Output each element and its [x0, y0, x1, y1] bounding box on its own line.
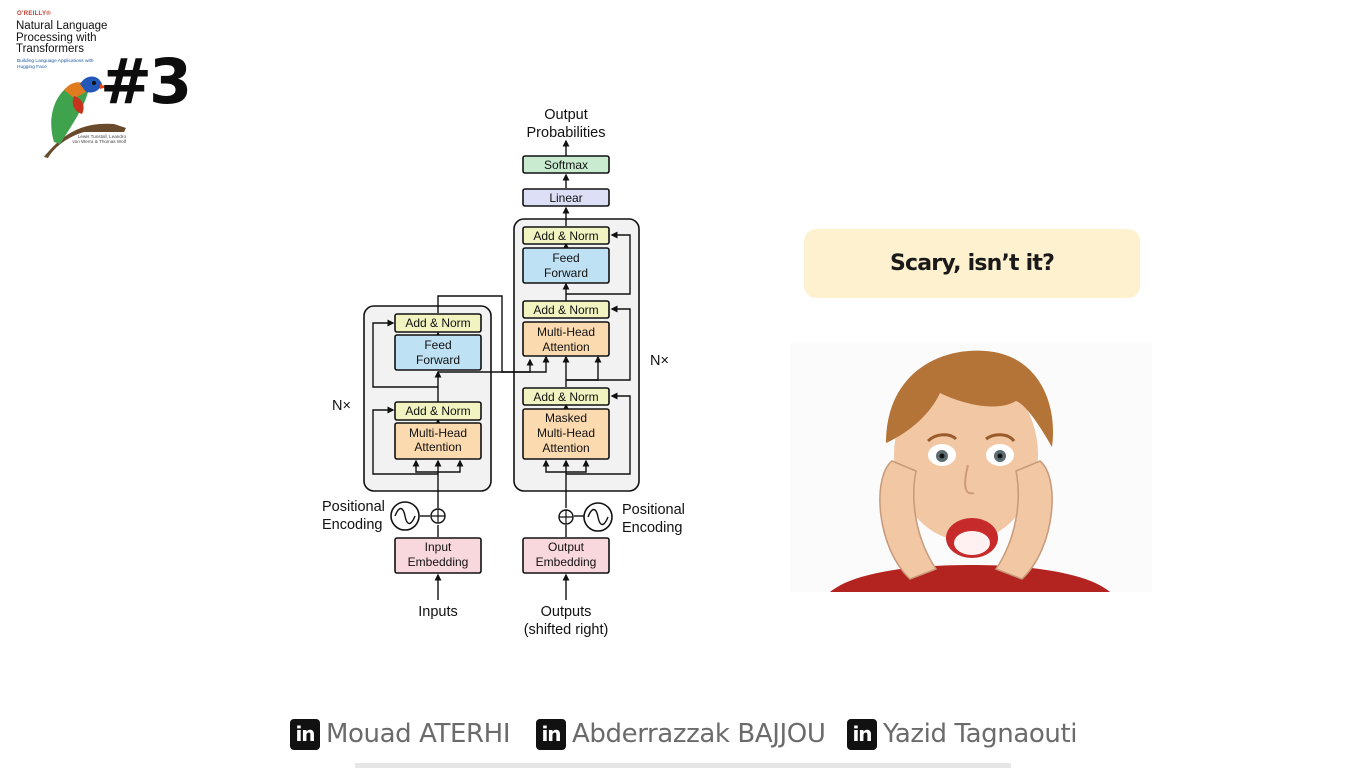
book-cover: O'REILLY® Natural Language Processing wi… — [14, 8, 194, 160]
decoder-mha-label-1: Multi-Head — [537, 325, 595, 339]
encoder-stack — [363, 305, 492, 492]
output-embedding-label-2: Embedding — [536, 555, 597, 569]
transformer-architecture-svg: Add & Norm Feed Forward Add & Norm Multi… — [322, 107, 685, 638]
book-authors: Lewis Tunstall, Leandro von Werra & Thom… — [72, 134, 126, 145]
output-embedding — [522, 537, 610, 574]
encoder-mha-label-2: Attention — [414, 440, 461, 454]
decoder-add-norm-mid-label: Add & Norm — [533, 303, 598, 317]
decoder-nx-label: N× — [650, 353, 669, 369]
output-embedding-label-1: Output — [548, 540, 585, 554]
softmax-block — [522, 155, 610, 174]
bottom-divider — [355, 763, 1011, 768]
positional-encoding-left-1: Positional — [322, 499, 385, 515]
issue-number: #3 — [100, 45, 192, 118]
encoder-feed-forward — [394, 334, 482, 371]
reaction-photo — [790, 343, 1152, 592]
author-name: Abderrazzak BAJJOU — [572, 719, 826, 749]
encoder-add-norm-top — [394, 313, 482, 333]
decoder-ff-label-1: Feed — [552, 251, 579, 265]
decoder-add-norm-top — [522, 226, 610, 245]
positional-encoding-left-2: Encoding — [322, 517, 382, 533]
output-probabilities-label-1: Output — [544, 107, 588, 123]
encoder-ff-label-1: Feed — [424, 338, 451, 352]
decoder-masked-label-1: Masked — [545, 411, 587, 425]
linkedin-icon[interactable]: in — [290, 718, 320, 750]
input-embedding-label-1: Input — [425, 540, 452, 554]
decoder-masked-label-3: Attention — [542, 441, 589, 455]
parrot-illustration — [38, 76, 126, 160]
author-name: Yazid Tagnaouti — [883, 719, 1078, 749]
encoder-add-norm-bottom-label: Add & Norm — [405, 404, 470, 418]
author-link-2[interactable]: in Abderrazzak BAJJOU — [536, 714, 826, 754]
author-link-3[interactable]: in Yazid Tagnaouti — [847, 714, 1078, 754]
encoder-add-norm-top-label: Add & Norm — [405, 316, 470, 330]
linear-label: Linear — [549, 191, 582, 205]
book-title: Natural Language Processing with Transfo… — [16, 20, 108, 55]
positional-encoding-right-1: Positional — [622, 502, 685, 518]
decoder-multi-head-attention — [522, 321, 610, 357]
caption-text: Scary, isn’t it? — [889, 251, 1055, 276]
decoder-add-norm-mid — [522, 300, 610, 319]
outputs-label-1: Outputs — [541, 604, 592, 620]
screaming-boy-illustration — [790, 343, 1152, 592]
decoder-add-norm-top-label: Add & Norm — [533, 229, 598, 243]
decoder-add-norm-bottom — [522, 387, 610, 406]
encoder-mha-label-1: Multi-Head — [409, 426, 467, 440]
decoder-masked-label-2: Multi-Head — [537, 426, 595, 440]
linear-block — [522, 188, 610, 207]
inputs-label: Inputs — [418, 604, 458, 620]
linkedin-icon[interactable]: in — [847, 718, 877, 750]
decoder-ff-label-2: Forward — [544, 266, 588, 280]
author-name: Mouad ATERHI — [326, 719, 511, 749]
encoder-nx-label: N× — [332, 398, 351, 414]
input-embedding-label-2: Embedding — [408, 555, 469, 569]
output-probabilities-label-2: Probabilities — [527, 125, 606, 141]
softmax-label: Softmax — [544, 158, 588, 172]
linkedin-icon[interactable]: in — [536, 718, 566, 750]
outputs-label-2: (shifted right) — [524, 622, 609, 638]
decoder-masked-attention — [522, 408, 610, 460]
book-subtitle: Building Language Applications with Hugg… — [17, 59, 94, 70]
caption-bubble: Scary, isn’t it? — [804, 229, 1140, 298]
input-embedding — [394, 537, 482, 574]
decoder-add-norm-bottom-label: Add & Norm — [533, 390, 598, 404]
encoder-add-norm-bottom — [394, 401, 482, 421]
author-link-1[interactable]: in Mouad ATERHI — [290, 714, 510, 754]
decoder-feed-forward — [522, 247, 610, 284]
encoder-multi-head-attention — [394, 422, 482, 460]
transformer-diagram: Add & Norm Feed Forward Add & Norm Multi… — [300, 100, 690, 645]
decoder-mha-label-2: Attention — [542, 340, 589, 354]
positional-encoding-right-2: Encoding — [622, 520, 682, 536]
authors-footer: in Mouad ATERHI in Abderrazzak BAJJOU in… — [0, 712, 1366, 756]
publisher-logo: O'REILLY® — [17, 11, 51, 17]
encoder-ff-label-2: Forward — [416, 353, 460, 367]
